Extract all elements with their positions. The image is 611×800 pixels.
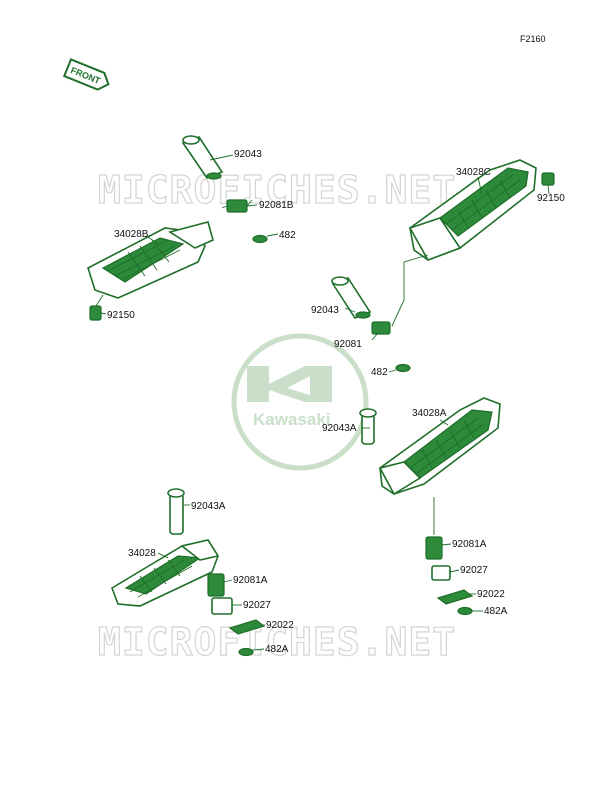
spring-92081 xyxy=(371,321,391,335)
footpeg-34028A xyxy=(378,397,501,496)
label-92043A-mid: 92043A xyxy=(322,423,357,434)
collar-92027-right xyxy=(431,565,451,581)
watermark-bottom: MICROFICHES.NET xyxy=(98,620,456,664)
spring-92081A-left xyxy=(207,573,225,597)
bolt-92150-left xyxy=(89,294,104,321)
label-482A-right: 482A xyxy=(484,606,508,617)
front-arrow-icon: FRONT xyxy=(62,58,110,91)
pin-92043-top xyxy=(181,135,224,180)
label-92022-right: 92022 xyxy=(477,589,505,600)
washer-482-mid xyxy=(395,363,411,373)
footpeg-34028 xyxy=(111,539,220,607)
label-92150-right: 92150 xyxy=(537,193,565,204)
pin-92043-mid xyxy=(331,276,372,319)
washer-482-left xyxy=(252,234,268,244)
label-92043A-low: 92043A xyxy=(191,501,226,512)
spring-92081A-right xyxy=(425,536,443,560)
label-34028B: 34028B xyxy=(114,229,149,240)
footpeg-34028C xyxy=(408,159,537,261)
label-92043-mid: 92043 xyxy=(311,305,339,316)
footpeg-34028B-assembly xyxy=(87,135,279,321)
label-482A-left: 482A xyxy=(265,644,289,655)
footpeg-34028-assembly xyxy=(111,488,266,657)
pin-92043A-low xyxy=(167,488,185,535)
label-92081A-left: 92081A xyxy=(233,575,268,586)
label-92022-left: 92022 xyxy=(266,620,294,631)
label-34028C: 34028C xyxy=(456,167,491,178)
collar-92027-left xyxy=(211,597,233,615)
footpeg-34028A-assembly xyxy=(359,397,501,616)
label-34028A: 34028A xyxy=(412,408,447,419)
label-34028: 34028 xyxy=(128,548,156,559)
plate-92022-left xyxy=(228,619,266,635)
plate-92022-right xyxy=(436,589,474,605)
kawasaki-logo: Kawasaki xyxy=(231,333,369,471)
label-92081: 92081 xyxy=(334,339,362,350)
label-482-left: 482 xyxy=(279,230,296,241)
watermark-top: MICROFICHES.NET xyxy=(98,168,456,212)
label-92081B: 92081B xyxy=(259,200,294,211)
footpeg-34028C-assembly xyxy=(331,159,555,373)
washer-482A-right xyxy=(457,606,473,616)
label-92027-left: 92027 xyxy=(243,600,271,611)
label-482-mid: 482 xyxy=(371,367,388,378)
label-92081A-right: 92081A xyxy=(452,539,487,550)
part-labels: 92043 92081B 482 34028B 92150 34028C 921… xyxy=(107,149,565,655)
label-92150-left: 92150 xyxy=(107,310,135,321)
footpeg-34028B xyxy=(87,221,214,299)
label-92027-right: 92027 xyxy=(460,565,488,576)
figure-code: F2160 xyxy=(520,34,546,44)
logo-brand-text: Kawasaki xyxy=(253,410,331,429)
pin-92043A-mid xyxy=(359,408,377,445)
washer-482A-left xyxy=(238,647,254,657)
label-92043-top: 92043 xyxy=(234,149,262,160)
bolt-92150-right xyxy=(541,172,555,186)
